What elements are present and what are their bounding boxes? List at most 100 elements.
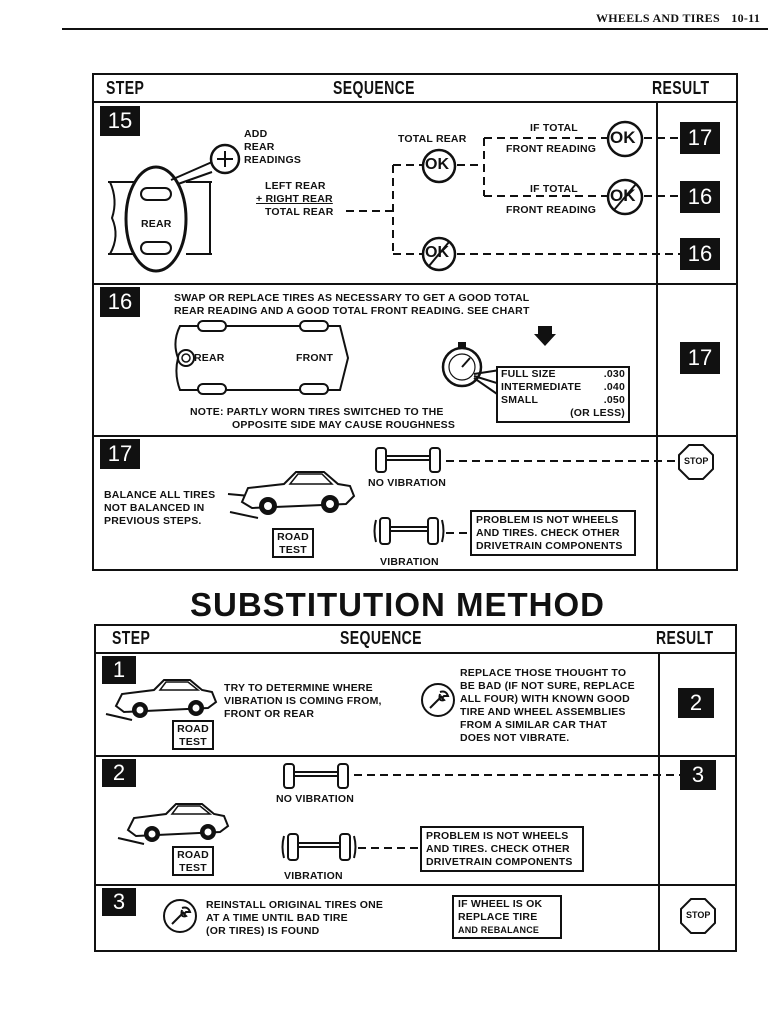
sub-step-3-badge: 3 bbox=[102, 888, 136, 916]
wrench-icon-s1 bbox=[421, 683, 455, 717]
note-line1: NOTE: PARTLY WORN TIRES SWITCHED TO THE bbox=[190, 406, 444, 418]
not-ok-result-icon bbox=[606, 178, 644, 216]
column-result: RESULT bbox=[652, 78, 710, 98]
running-header: WHEELS AND TIRES 10-11 bbox=[596, 11, 760, 26]
road-test-sign-s1: ROAD TEST bbox=[172, 720, 214, 750]
step-15-badge: 15 bbox=[100, 106, 140, 136]
if-total-1: IF TOTAL bbox=[530, 122, 578, 134]
plus-icon bbox=[209, 143, 241, 175]
ok-circle-icon bbox=[421, 148, 457, 184]
diagnosis-panel bbox=[92, 73, 738, 571]
balance-text: BALANCE ALL TIRES NOT BALANCED IN PREVIO… bbox=[104, 489, 215, 528]
result-badge-17-step16: 17 bbox=[680, 342, 720, 374]
wrench-icon-s3 bbox=[163, 899, 197, 933]
front-reading-1: FRONT READING bbox=[506, 143, 597, 155]
chart-value-full: .030 bbox=[603, 368, 625, 380]
sub-car-icon-2 bbox=[117, 803, 230, 845]
step-16-badge: 16 bbox=[100, 287, 140, 317]
sub-axle-vibration-icon bbox=[281, 833, 357, 861]
s2-vibration-label: VIBRATION bbox=[284, 870, 343, 882]
s2-problem-line1: PROBLEM IS NOT WHEELS bbox=[426, 830, 569, 842]
road-test-sign-s2: ROAD TEST bbox=[172, 846, 214, 876]
stop-text-s3: STOP bbox=[686, 910, 711, 920]
total-rear-top: TOTAL REAR bbox=[398, 133, 467, 145]
left-rear-label: LEFT REAR bbox=[265, 180, 326, 192]
dial-gauge-icon bbox=[441, 342, 483, 388]
s1-try1: TRY TO DETERMINE WHERE bbox=[224, 682, 373, 694]
ok-result-icon bbox=[606, 120, 644, 158]
s3-reinstall-text: REINSTALL ORIGINAL TIRES ONE AT A TIME U… bbox=[206, 899, 383, 938]
rear-sum: LEFT REAR + RIGHT REAR TOTAL REAR bbox=[256, 180, 334, 219]
s2-problem-line3: DRIVETRAIN COMPONENTS bbox=[426, 856, 573, 868]
add-line3: READINGS bbox=[244, 154, 302, 166]
s1-road-label: ROAD bbox=[177, 723, 209, 735]
front-reading-2: FRONT READING bbox=[506, 204, 597, 216]
problem-line2: AND TIRES. CHECK OTHER bbox=[476, 527, 620, 539]
chart-label-full: FULL SIZE bbox=[501, 368, 556, 380]
substitution-panel bbox=[94, 624, 737, 952]
tolerance-chart: FULL SIZE .030 INTERMEDIATE .040 SMALL .… bbox=[496, 366, 630, 423]
chart-value-small: .050 bbox=[603, 394, 625, 406]
s1-replace-text: REPLACE THOSE THOUGHT TO BE BAD (IF NOT … bbox=[460, 667, 635, 745]
problem-box-s2: PROBLEM IS NOT WHEELS AND TIRES. CHECK O… bbox=[420, 826, 584, 872]
chart-or-less: (OR LESS) bbox=[570, 407, 625, 419]
stop-sign-icon-s3 bbox=[680, 898, 716, 934]
step16-note: NOTE: PARTLY WORN TIRES SWITCHED TO THE … bbox=[190, 406, 455, 432]
axle-vibration-icon bbox=[373, 517, 445, 545]
plus-pointer bbox=[177, 171, 213, 185]
result-column-line bbox=[656, 101, 658, 569]
gauge-leader-lines bbox=[473, 369, 501, 397]
chart-row-small: SMALL .050 bbox=[501, 394, 625, 407]
road-test-sign-17: ROAD TEST bbox=[272, 528, 314, 558]
s3-box-line3: AND REBALANCE bbox=[458, 925, 540, 935]
add-rear-readings: ADD REAR READINGS bbox=[244, 128, 301, 167]
chart-value-intermediate: .040 bbox=[603, 381, 625, 393]
sub-column-result: RESULT bbox=[656, 628, 714, 648]
sub-divider-1-2 bbox=[94, 755, 737, 757]
balance-line1: BALANCE ALL TIRES bbox=[104, 489, 216, 501]
road-label: ROAD bbox=[277, 531, 309, 543]
s1-rep4: TIRE AND WHEEL ASSEMBLIES bbox=[460, 706, 626, 718]
stop-sign-icon bbox=[678, 444, 714, 480]
sub-step-1-badge: 1 bbox=[102, 656, 136, 684]
s2-road-label: ROAD bbox=[177, 849, 209, 861]
result-badge-16a: 16 bbox=[680, 181, 720, 213]
s3-line3: (OR TIRES) IS FOUND bbox=[206, 925, 320, 937]
result-badge-17: 17 bbox=[680, 122, 720, 154]
column-step: STEP bbox=[106, 78, 145, 98]
s1-test-label: TEST bbox=[179, 736, 207, 748]
step16-line2: REAR READING AND A GOOD TOTAL FRONT READ… bbox=[174, 305, 530, 317]
balance-line2: NOT BALANCED IN bbox=[104, 502, 205, 514]
sub-column-sequence: SEQUENCE bbox=[340, 628, 422, 648]
chart-label-intermediate: INTERMEDIATE bbox=[501, 381, 582, 393]
down-arrow-icon bbox=[534, 326, 556, 346]
s3-box-line2: REPLACE TIRE bbox=[458, 911, 538, 923]
not-ok-result-text: OK bbox=[610, 186, 636, 205]
chart-label-small: SMALL bbox=[501, 394, 539, 406]
result-badge-16b: 16 bbox=[680, 238, 720, 270]
problem-box-17: PROBLEM IS NOT WHEELS AND TIRES. CHECK O… bbox=[470, 510, 636, 556]
divider-16-17 bbox=[92, 435, 738, 437]
total-rear-label: TOTAL REAR bbox=[265, 206, 334, 218]
car-plan-diagram bbox=[174, 320, 350, 395]
stop-text-17: STOP bbox=[684, 456, 709, 466]
step16-instruction: SWAP OR REPLACE TIRES AS NECESSARY TO GE… bbox=[174, 292, 530, 318]
s1-try2: VIBRATION IS COMING FROM, bbox=[224, 695, 382, 707]
ok-text: OK bbox=[425, 156, 449, 173]
header-divider bbox=[92, 101, 738, 103]
test-label: TEST bbox=[279, 544, 307, 556]
vibration-label-17: VIBRATION bbox=[380, 556, 439, 568]
s3-line2: AT A TIME UNTIL BAD TIRE bbox=[206, 912, 348, 924]
problem-line3: DRIVETRAIN COMPONENTS bbox=[476, 540, 623, 552]
s1-try-text: TRY TO DETERMINE WHERE VIBRATION IS COMI… bbox=[224, 682, 382, 721]
s1-try3: FRONT OR REAR bbox=[224, 708, 315, 720]
if-total-2: IF TOTAL bbox=[530, 183, 578, 195]
problem-line1: PROBLEM IS NOT WHEELS bbox=[476, 514, 619, 526]
right-rear-label: + RIGHT REAR bbox=[256, 193, 333, 205]
plan-rear-label: REAR bbox=[194, 352, 225, 364]
tire-rear-label: REAR bbox=[141, 218, 172, 230]
s2-test-label: TEST bbox=[179, 862, 207, 874]
sub-result-badge-2: 2 bbox=[678, 688, 714, 718]
s1-rep6: DOES NOT VIBRATE. bbox=[460, 732, 570, 744]
